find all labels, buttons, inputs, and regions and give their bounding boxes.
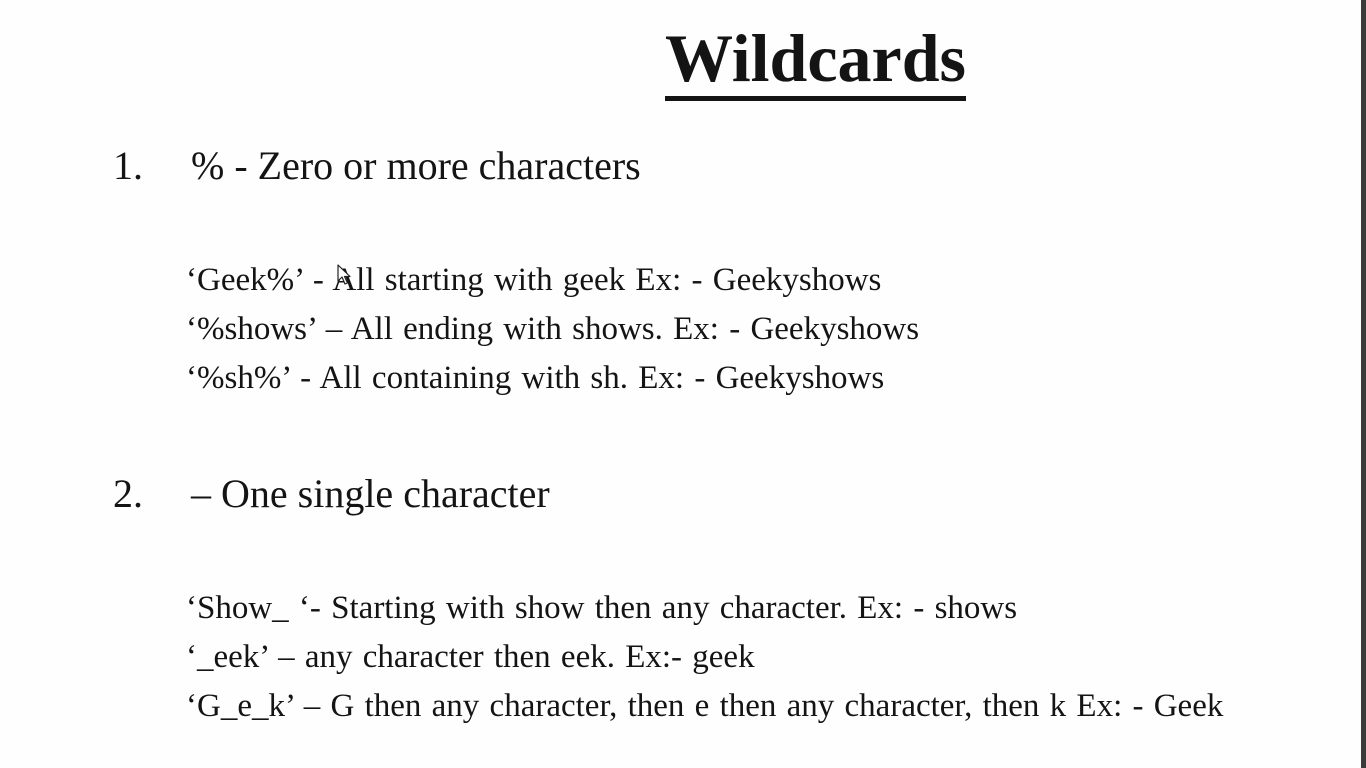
list-heading-1: % - Zero or more characters [191,143,641,188]
mouse-pointer-icon [337,264,351,285]
list-item-2: 2. – One single character [113,472,713,518]
list-heading-2: – One single character [191,471,550,516]
example-line-2-3: ‘G_e_k’ – G then any character, then e t… [186,688,1224,724]
list-number-1: 1. [113,143,143,188]
example-line-2-1: ‘Show_ ‘- Starting with show then any ch… [186,590,1018,626]
example-line-1-2: ‘%shows’ – All ending with shows. Ex: - … [186,311,920,347]
list-item-1: 1. % - Zero or more characters [113,144,813,190]
window-edge [1361,0,1366,768]
example-line-1-1: ‘Geek%’ - All starting with geek Ex: - G… [186,262,882,298]
list-number-2: 2. [113,471,143,516]
example-line-2-2: ‘_eek’ – any character then eek. Ex:- ge… [186,639,755,675]
example-line-1-3: ‘%sh%’ - All containing with sh. Ex: - G… [186,360,885,396]
slide-title: Wildcards [665,20,967,102]
